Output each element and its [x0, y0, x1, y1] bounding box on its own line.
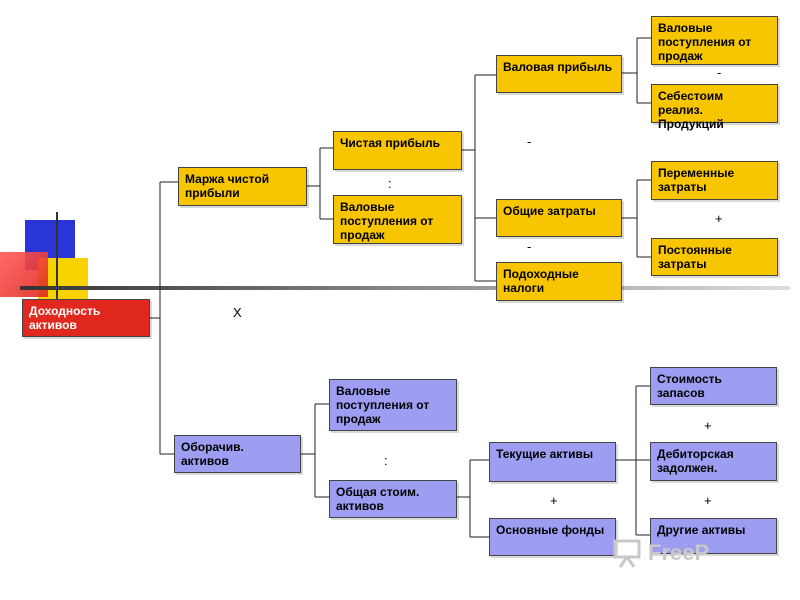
- presentation-board-icon: [613, 539, 641, 568]
- deco-vertical-line: [56, 212, 58, 304]
- operator-plus-current-a: +: [704, 418, 712, 433]
- node-variable-costs: Переменные затраты: [651, 161, 778, 200]
- operator-plus-costs: +: [715, 211, 723, 226]
- operator-plus-assets: +: [550, 493, 558, 508]
- node-return-on-assets: Доходность активов: [22, 299, 150, 337]
- node-receivables: Дебиторская задолжен.: [650, 442, 777, 481]
- node-gross-sales-gp: Валовые поступления от продаж: [651, 16, 778, 65]
- operator-divide-bottom: :: [384, 453, 388, 468]
- node-gross-sales-top: Валовые поступления от продаж: [333, 195, 462, 244]
- operator-multiply: X: [233, 305, 242, 320]
- operator-minus-profit-b: -: [527, 239, 532, 254]
- node-fixed-assets: Основные фонды: [489, 518, 616, 556]
- operator-minus-profit-a: -: [527, 134, 532, 149]
- operator-plus-current-b: +: [704, 493, 712, 508]
- node-cost-of-goods: Себестоим реализ. Продукций: [651, 84, 778, 131]
- node-gross-sales-bottom: Валовые поступления от продаж: [329, 379, 457, 431]
- deco-horizontal-bar: [20, 286, 790, 290]
- node-other-assets: Другие активы: [650, 518, 777, 554]
- watermark: FreeP: [612, 538, 709, 568]
- watermark-text: FreeP: [648, 540, 710, 565]
- operator-minus-gross: -: [717, 65, 722, 80]
- node-income-taxes: Подоходные налоги: [496, 262, 622, 301]
- node-gross-profit: Валовая прибыль: [496, 55, 622, 93]
- node-asset-turnover: Оборачив. активов: [174, 435, 301, 473]
- corner-decoration: [0, 210, 110, 310]
- node-inventory: Стоимость запасов: [650, 367, 777, 405]
- node-current-assets: Текущие активы: [489, 442, 616, 482]
- node-net-profit: Чистая прибыль: [333, 131, 462, 170]
- node-fixed-costs: Постоянные затраты: [651, 238, 778, 276]
- node-total-assets: Общая стоим. активов: [329, 480, 457, 518]
- node-net-profit-margin: Маржа чистой прибыли: [178, 167, 307, 206]
- operator-divide-top: :: [388, 176, 392, 191]
- node-total-costs: Общие затраты: [496, 199, 622, 237]
